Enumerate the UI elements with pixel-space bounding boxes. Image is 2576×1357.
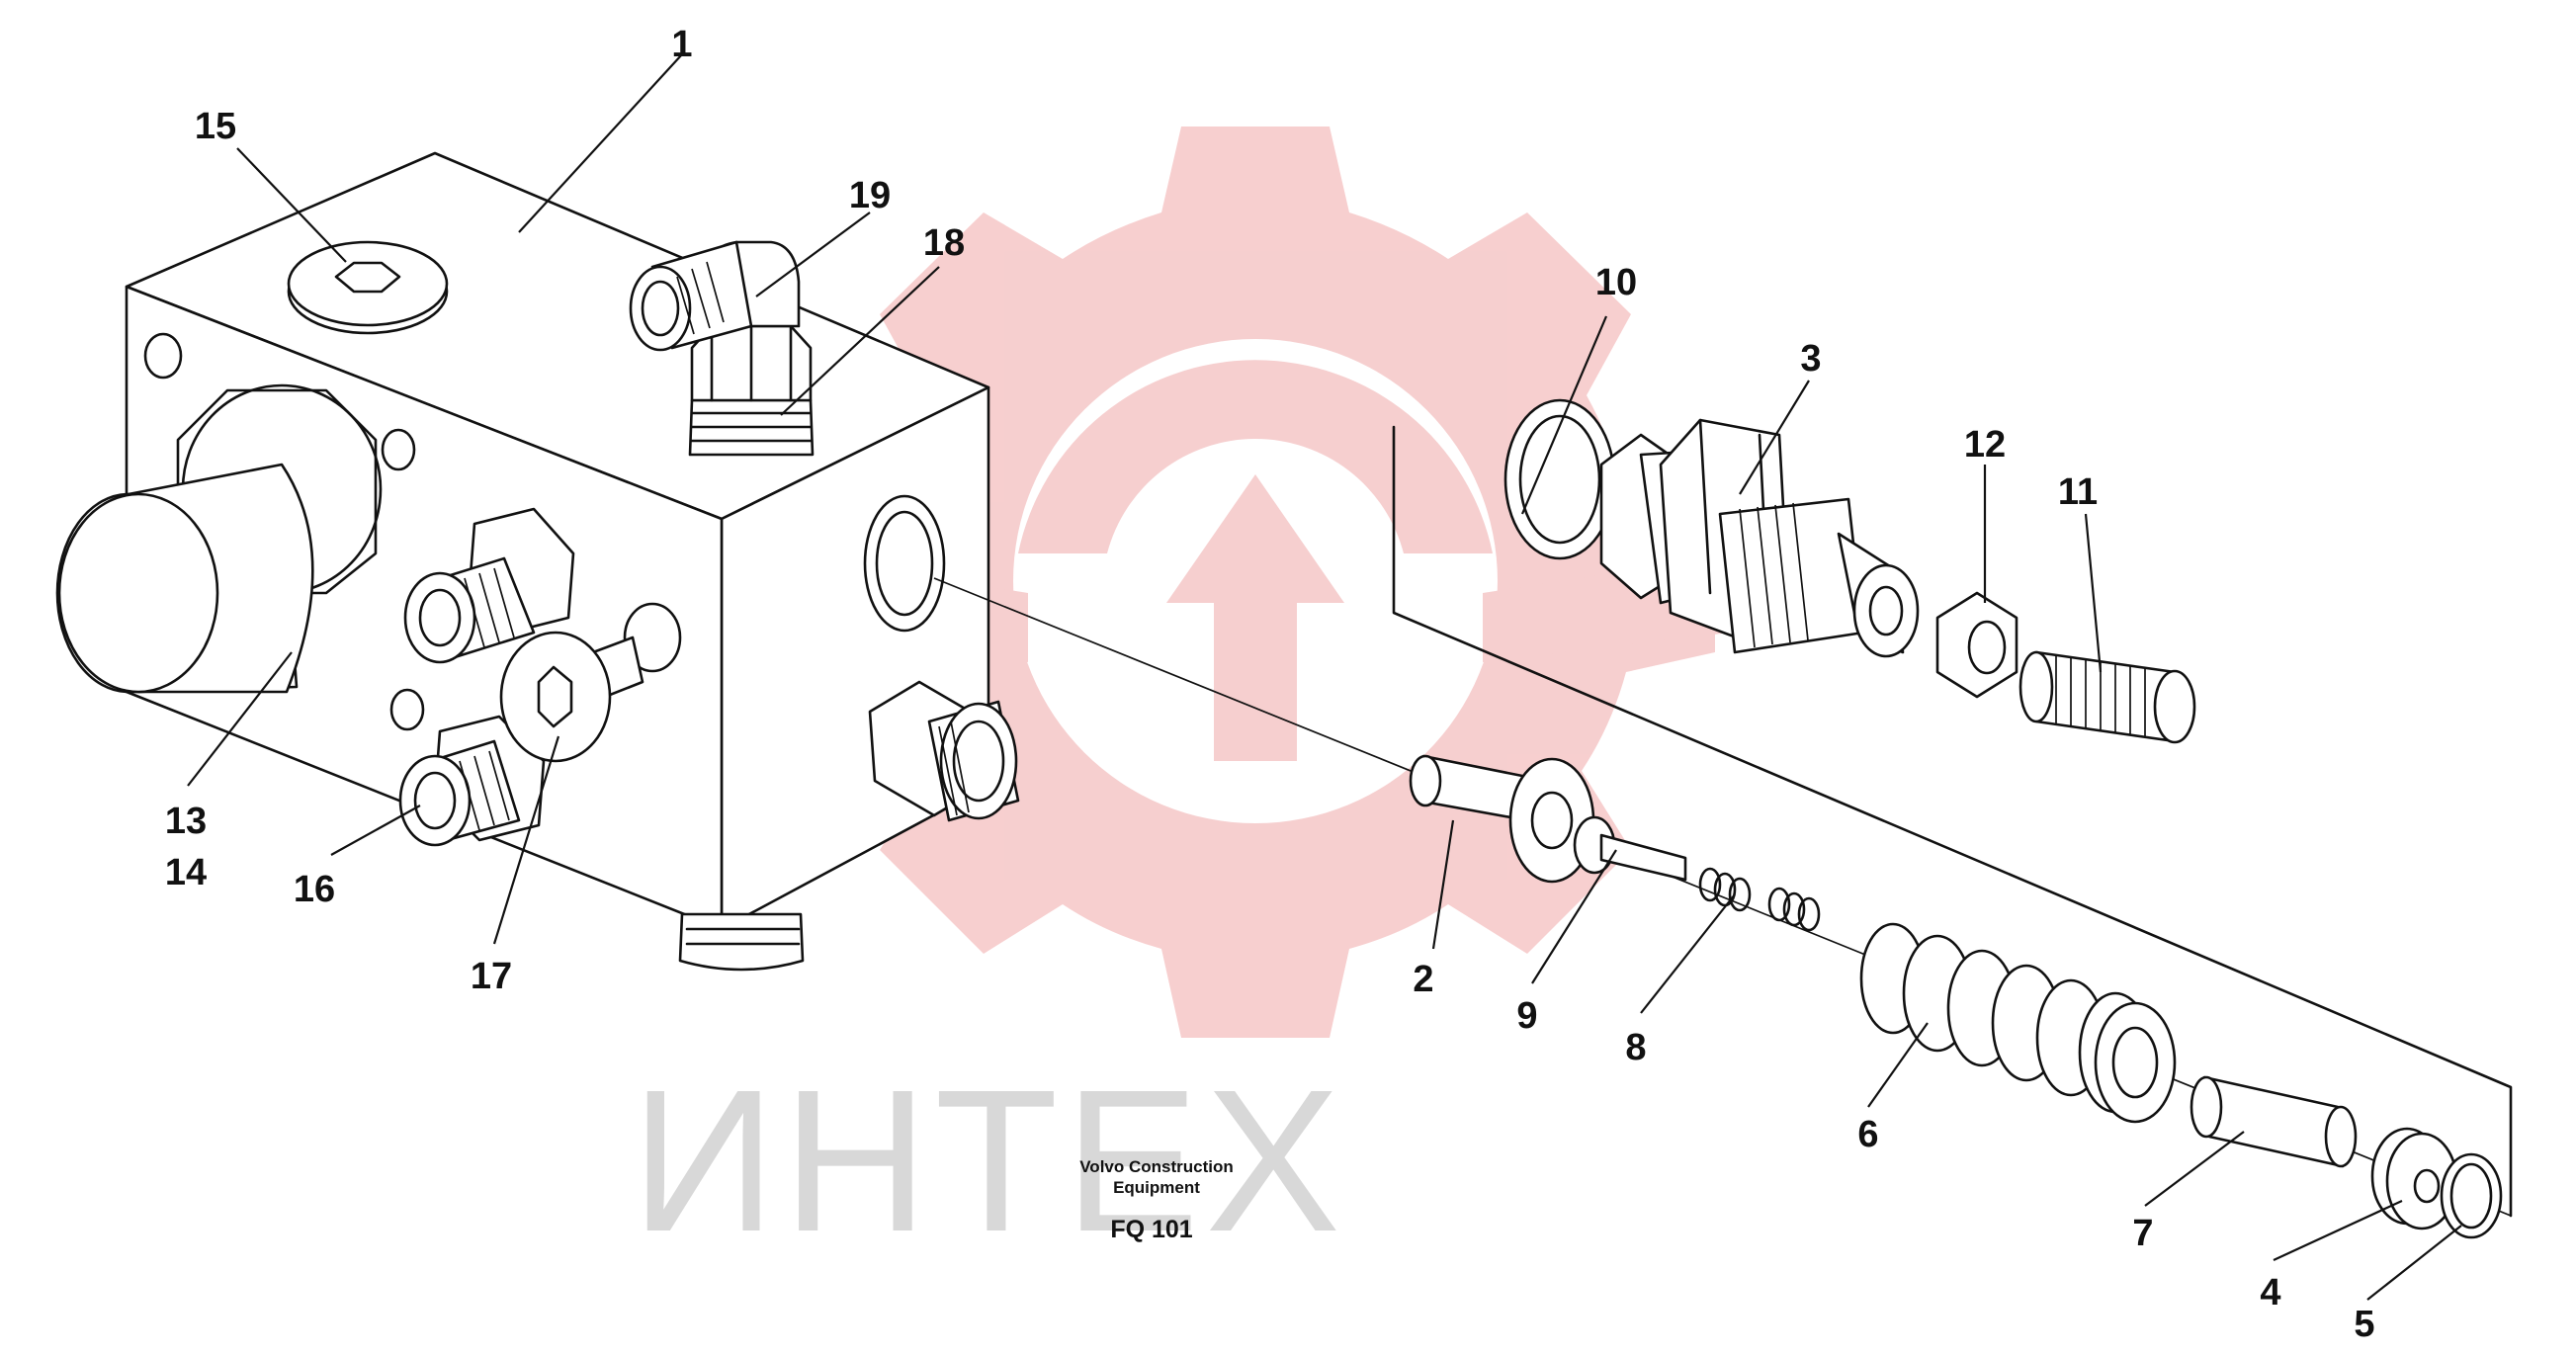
o-ring-washer [1503, 398, 1616, 560]
callout-2: 2 [1413, 959, 1433, 1000]
callout-17: 17 [471, 956, 512, 997]
large-cap-plug [55, 383, 383, 694]
callout-3: 3 [1800, 338, 1821, 380]
pin [1573, 815, 1687, 882]
bottom-fitting [678, 912, 805, 972]
callout-9: 9 [1516, 995, 1537, 1037]
callout-6: 6 [1857, 1114, 1878, 1155]
lock-nut [1935, 591, 2018, 699]
sleeve [2190, 1075, 2358, 1168]
leader-lines [187, 53, 2462, 1301]
snap-ring [2440, 1152, 2503, 1239]
right-face-ports [863, 494, 1020, 822]
main-spring [1859, 922, 2177, 1124]
maker-line-1: Volvo Construction [1079, 1157, 1234, 1176]
hex-plug-top [287, 240, 449, 335]
callout-numbers: 1 2 3 4 5 6 7 8 9 10 11 12 13 14 15 16 1… [165, 24, 2375, 1345]
callout-19: 19 [849, 175, 891, 216]
end-cap [2370, 1127, 2458, 1230]
fitting-lower [398, 715, 546, 847]
callout-18: 18 [923, 222, 965, 264]
callout-1: 1 [671, 24, 692, 65]
callout-16: 16 [294, 869, 335, 910]
adjuster-body [1599, 418, 1920, 658]
callout-12: 12 [1964, 424, 2006, 466]
callout-5: 5 [2354, 1304, 2374, 1345]
watermark-gear-logo [781, 127, 1740, 1038]
callout-15: 15 [195, 106, 236, 147]
poppet [1409, 754, 1595, 884]
hex-plug-17 [499, 631, 644, 763]
assembly-plate [1392, 425, 2513, 1218]
watermark-text: ИНТЕХ [631, 1048, 1346, 1274]
diagram-caption: Volvo Construction Equipment FQ 101 [1079, 1157, 1234, 1243]
side-ports [143, 332, 682, 731]
maker-line-2: Equipment [1113, 1178, 1200, 1197]
adjusting-screw [2018, 650, 2196, 744]
callout-7: 7 [2132, 1213, 2153, 1254]
elbow-fitting [629, 240, 815, 457]
callout-14: 14 [165, 852, 207, 893]
callout-11: 11 [2058, 471, 2098, 513]
fitting-upper [403, 507, 575, 664]
watermark: ИНТЕХ [631, 127, 1740, 1274]
callout-13: 13 [165, 801, 207, 842]
callout-8: 8 [1625, 1027, 1646, 1068]
figure-code: FQ 101 [1110, 1216, 1192, 1243]
callout-10: 10 [1595, 262, 1637, 303]
callout-4: 4 [2260, 1272, 2280, 1314]
small-springs [1698, 867, 1821, 932]
